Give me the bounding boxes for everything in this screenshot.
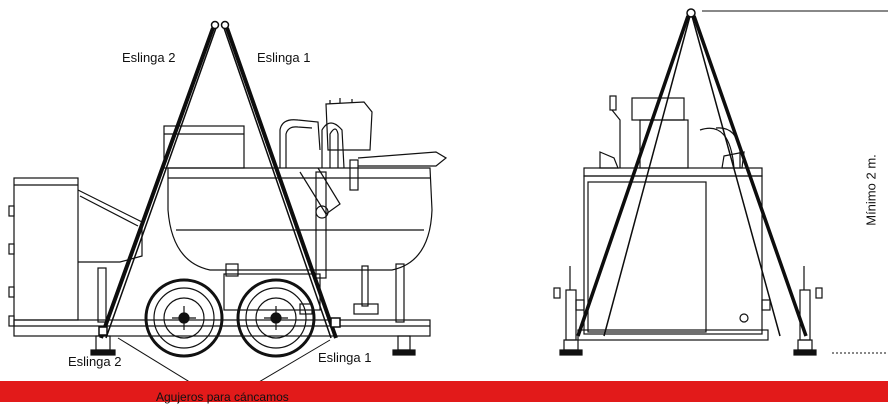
sling-1-bottom-label: Eslinga 1 [318,350,372,365]
minimum-height-label: Mínimo 2 m. [863,154,879,226]
sling-2-top-label: Eslinga 2 [122,50,176,65]
side-view-machine [8,98,448,358]
engine [163,125,245,169]
sling-1-top-label: Eslinga 1 [257,50,311,65]
height-dimension [702,10,888,354]
mixing-tank [167,167,433,271]
pump-pipes [279,119,321,168]
top-box [325,101,373,151]
front-view-machine [553,95,823,356]
sling-2-bottom-label: Eslinga 2 [68,354,122,369]
wheel-front [144,278,224,358]
side-view-slings [98,20,341,339]
front-sling-left-outer [576,15,690,337]
rear-cabinet [13,177,79,321]
sling-2-side [99,27,215,339]
discharge-spout [357,151,448,167]
front-view-slings [576,8,808,337]
chute [77,189,143,263]
sling-1-side [225,27,338,339]
lifting-holes-label: Agujeros para cáncamos [156,390,289,404]
wheel-rear [236,278,316,358]
front-sling-right-outer [692,15,808,337]
red-footer-bar [0,381,888,402]
